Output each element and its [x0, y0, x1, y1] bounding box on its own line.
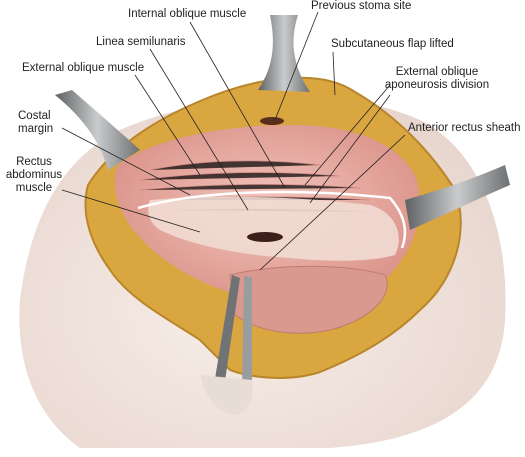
- leader-lines: [61, 11, 406, 271]
- label-internal-oblique-muscle: Internal oblique muscle: [128, 8, 247, 20]
- previous-stoma-site: [260, 117, 284, 125]
- retractor-top: [258, 15, 310, 92]
- retractor-right: [405, 165, 510, 230]
- label-rectus-line2: abdominus: [5, 169, 63, 181]
- label-linea-semilunaris: Linea semilunaris: [96, 36, 186, 48]
- label-external-oblique-aponeurosis-line1: External oblique: [395, 66, 479, 78]
- retractors: [55, 15, 510, 230]
- label-external-oblique-aponeurosis: External oblique aponeurosis division: [378, 66, 496, 92]
- label-rectus-abdominus-muscle: Rectus abdominus muscle: [4, 156, 64, 195]
- fascial-incision: [137, 190, 407, 249]
- label-costal-margin-line2: margin: [18, 123, 54, 135]
- forceps: [200, 275, 253, 415]
- label-rectus-line1: Rectus: [16, 156, 52, 168]
- lower-muscle: [229, 265, 388, 334]
- retractor-left: [55, 90, 140, 170]
- rectus-sheath: [148, 196, 399, 261]
- stoma-opening: [247, 232, 283, 242]
- label-costal-margin: Costal margin: [18, 110, 53, 136]
- label-previous-stoma-site: Previous stoma site: [311, 0, 412, 12]
- label-costal-margin-line1: Costal: [18, 110, 51, 122]
- label-external-oblique-aponeurosis-line2: aponeurosis division: [384, 79, 490, 91]
- label-subcutaneous-flap-lifted: Subcutaneous flap lifted: [331, 38, 454, 50]
- label-anterior-rectus-sheath: Anterior rectus sheath: [408, 122, 521, 134]
- label-external-oblique-muscle: External oblique muscle: [22, 62, 145, 74]
- label-rectus-line3: muscle: [15, 182, 53, 194]
